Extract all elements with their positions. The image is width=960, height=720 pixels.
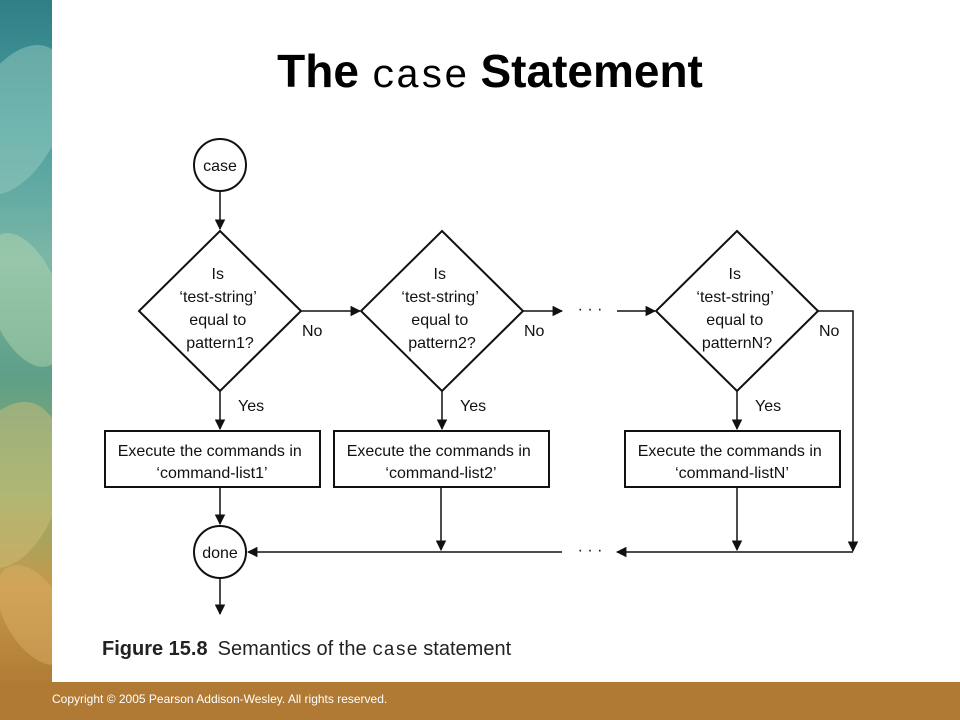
ellipsis-top: · · · <box>578 301 603 318</box>
decision-n-no-label: No <box>819 323 840 340</box>
decision-1: Is ‘test-string’ equal to pattern1? <box>137 229 303 393</box>
footer-bar: Copyright © 2005 Pearson Addison-Wesley.… <box>0 682 960 720</box>
decision-1-yes-label: Yes <box>238 398 264 415</box>
svg-text:Execute the commands in: Execute the commands in ‘command-list2’ <box>347 443 536 482</box>
decorative-leaf-strip <box>0 0 52 682</box>
figure-caption: Figure 15.8 Semantics of the case stateme… <box>102 638 511 661</box>
decision-1-line-3: equal to <box>189 312 246 329</box>
copyright-notice: Copyright © 2005 Pearson Addison-Wesley.… <box>52 692 388 706</box>
decision-n-text: Is ‘test-string’ equal to patternN? <box>696 266 777 352</box>
decision-1-text: Is ‘test-string’ equal to pattern1? <box>179 266 260 352</box>
end-node: done <box>193 525 247 579</box>
action-n-line-1: Execute the commands in <box>638 443 822 460</box>
action-2-line-2: ‘command-list2’ <box>385 465 496 482</box>
decision-1-line-1: Is <box>212 266 224 283</box>
decision-2: Is ‘test-string’ equal to pattern2? <box>359 229 525 393</box>
action-1-line-1: Execute the commands in <box>118 443 302 460</box>
decision-2-yes-label: Yes <box>460 398 486 415</box>
decision-n-line-3: equal to <box>706 312 763 329</box>
end-label: done <box>202 545 238 562</box>
action-1-line-2: ‘command-list1’ <box>156 465 267 482</box>
decision-1-line-2: ‘test-string’ <box>179 289 256 306</box>
caption-code: case <box>372 639 418 661</box>
decision-2-line-2: ‘test-string’ <box>401 289 478 306</box>
decision-2-line-3: equal to <box>411 312 468 329</box>
title-suffix: Statement <box>467 45 703 97</box>
start-node: case <box>193 138 247 192</box>
svg-text:Execute the commands in: Execute the commands in ‘command-listN’ <box>638 443 827 482</box>
decision-n: Is ‘test-string’ equal to patternN? <box>654 229 820 393</box>
start-label: case <box>203 158 237 175</box>
action-n-line-2: ‘command-listN’ <box>675 465 789 482</box>
ellipsis-bottom: · · · <box>578 542 603 559</box>
decision-n-yes-label: Yes <box>755 398 781 415</box>
decision-2-no-label: No <box>524 323 545 340</box>
arrow-no-n <box>818 310 859 553</box>
action-box-2: Execute the commands in ‘command-list2’ <box>333 430 550 488</box>
decision-1-no-label: No <box>302 323 323 340</box>
svg-text:Execute the commands in: Execute the commands in ‘command-list1’ <box>118 443 307 482</box>
figure-number: Figure 15.8 <box>102 638 208 660</box>
caption-text-prefix: Semantics of the <box>217 638 373 660</box>
title-prefix: The <box>277 45 372 97</box>
caption-text-suffix: statement <box>417 638 512 660</box>
decision-2-line-1: Is <box>434 266 446 283</box>
action-2-line-1: Execute the commands in <box>347 443 531 460</box>
decision-2-line-4: pattern2? <box>408 335 476 352</box>
decision-2-text: Is ‘test-string’ equal to pattern2? <box>401 266 482 352</box>
decision-n-line-1: Is <box>729 266 741 283</box>
action-box-1: Execute the commands in ‘command-list1’ <box>104 430 321 488</box>
decision-n-line-2: ‘test-string’ <box>696 289 773 306</box>
decision-1-line-4: pattern1? <box>186 335 254 352</box>
decision-n-line-4: patternN? <box>702 335 772 352</box>
action-box-n: Execute the commands in ‘command-listN’ <box>624 430 841 488</box>
slide-title: The case Statement <box>0 44 960 100</box>
title-code: case <box>371 55 468 100</box>
